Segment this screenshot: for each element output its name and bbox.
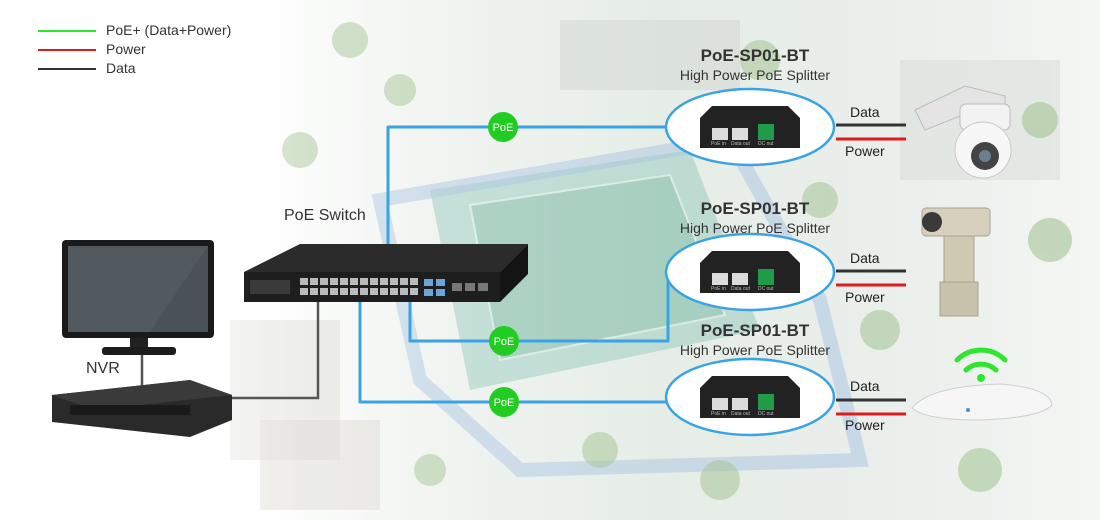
data-label: Data <box>850 250 880 266</box>
poe-badge-text: PoE <box>493 122 514 134</box>
legend-label: Data <box>106 60 136 76</box>
poe-badge-text: PoE <box>494 336 515 348</box>
splitter-title: PoE-SP01-BT <box>700 46 810 65</box>
splitter-subtitle: High Power PoE Splitter <box>679 67 831 83</box>
port-label: Data out <box>731 141 751 147</box>
power-label: Power <box>845 417 885 433</box>
poe-cable-3 <box>358 300 668 404</box>
ptz-dome-camera <box>914 85 1012 179</box>
port-label: DC out <box>758 411 774 417</box>
port-label: Data out <box>731 411 751 417</box>
power-label: Power <box>845 289 885 305</box>
wifi-icon <box>954 347 1008 382</box>
legend-label: PoE+ (Data+Power) <box>106 22 232 38</box>
splitter-title: PoE-SP01-BT <box>700 321 810 340</box>
port-label: PoE in <box>711 141 726 147</box>
port-label: PoE in <box>711 411 726 417</box>
switch-label: PoE Switch <box>284 207 366 224</box>
poe-badge-2: PoE <box>489 326 519 356</box>
positioning-camera <box>921 207 991 317</box>
port-label: Data out <box>731 286 751 292</box>
splitter-subtitle: High Power PoE Splitter <box>679 342 831 358</box>
legend-item-power: Power <box>38 41 268 59</box>
port-label: DC out <box>758 141 774 147</box>
poe-cable-2 <box>408 280 670 343</box>
splitter-subtitle: High Power PoE Splitter <box>679 220 831 236</box>
power-label: Power <box>845 143 885 159</box>
legend-swatch-poe <box>38 30 96 32</box>
legend-item-poe: PoE+ (Data+Power) <box>38 22 268 40</box>
port-label: PoE in <box>711 286 726 292</box>
nvr-label: NVR <box>86 360 120 377</box>
wireless-access-point <box>911 383 1053 421</box>
data-label: Data <box>850 104 880 120</box>
poe-badge-1: PoE <box>488 112 518 142</box>
poe-cable-1 <box>386 125 668 258</box>
data-cable-nvr-switch <box>232 298 320 400</box>
splitter-device-2 <box>700 251 800 293</box>
poe-switch <box>244 244 528 302</box>
port-label: DC out <box>758 286 774 292</box>
poe-badge-text: PoE <box>494 397 515 409</box>
splitter-device-3 <box>700 376 800 418</box>
splitter-device-1 <box>700 106 800 148</box>
poe-badge-3: PoE <box>489 387 519 417</box>
data-label: Data <box>850 378 880 394</box>
monitor <box>62 240 214 355</box>
legend-label: Power <box>106 41 146 57</box>
splitter-title: PoE-SP01-BT <box>700 199 810 218</box>
legend: PoE+ (Data+Power) Power Data <box>38 22 268 78</box>
legend-swatch-power <box>38 49 96 51</box>
legend-swatch-data <box>38 68 96 70</box>
nvr-recorder <box>52 380 232 437</box>
legend-item-data: Data <box>38 60 268 78</box>
